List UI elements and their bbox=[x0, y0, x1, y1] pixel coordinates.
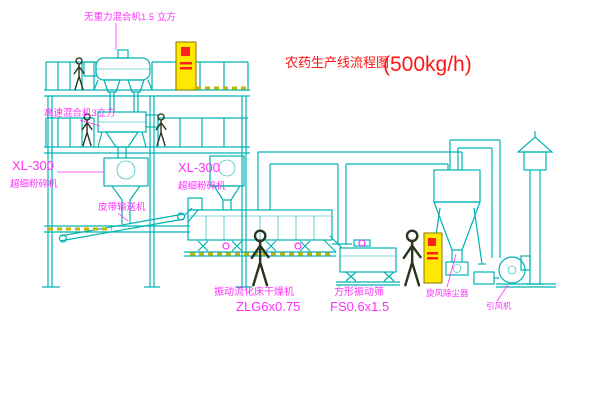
label-belt-conveyor: 皮带输送机 bbox=[98, 201, 146, 213]
label-mill-left-model: XL-300 bbox=[12, 158, 54, 173]
label-sieve-name: 方形振动筛 bbox=[334, 285, 384, 298]
induced-draft-fan bbox=[473, 255, 556, 288]
label-gravity-mixer: 无重力混合机1.5 立方 bbox=[84, 11, 176, 23]
exhaust-stack bbox=[516, 131, 554, 285]
label-cyclone: 旋风除尘器 bbox=[426, 288, 469, 298]
label-mill-center-name: 超细粉碎机 bbox=[178, 180, 226, 192]
mill-center bbox=[209, 155, 245, 210]
label-leader-lines bbox=[57, 23, 509, 302]
diagram-title-capacity: (500kg/h) bbox=[383, 53, 472, 76]
label-high-speed-mixer: 高速混合机3立方 bbox=[44, 107, 116, 119]
floor-hatching bbox=[48, 86, 330, 256]
worker-figure bbox=[402, 229, 422, 287]
label-sieve-model: FS0.6x1.5 bbox=[330, 299, 389, 314]
belt-conveyor bbox=[58, 207, 199, 243]
label-mill-center-model: XL-300 bbox=[178, 160, 220, 175]
exhaust-duct bbox=[258, 151, 463, 245]
platform-structure bbox=[42, 61, 252, 288]
vibrating-sieve bbox=[336, 239, 400, 286]
diagram-title: 农药生产线流程图 bbox=[285, 55, 389, 70]
control-cabinet-right bbox=[423, 232, 443, 284]
control-cabinet-top bbox=[175, 41, 197, 91]
gravity-mixer bbox=[83, 49, 153, 112]
label-fan: 引风机 bbox=[486, 301, 512, 311]
label-dryer-model: ZLG6x0.75 bbox=[236, 299, 300, 314]
high-speed-mixer bbox=[97, 111, 159, 158]
label-mill-left-name: 超细粉碎机 bbox=[10, 178, 58, 190]
mill-left bbox=[103, 157, 149, 224]
label-dryer-name: 振动流化床干燥机 bbox=[214, 285, 294, 298]
